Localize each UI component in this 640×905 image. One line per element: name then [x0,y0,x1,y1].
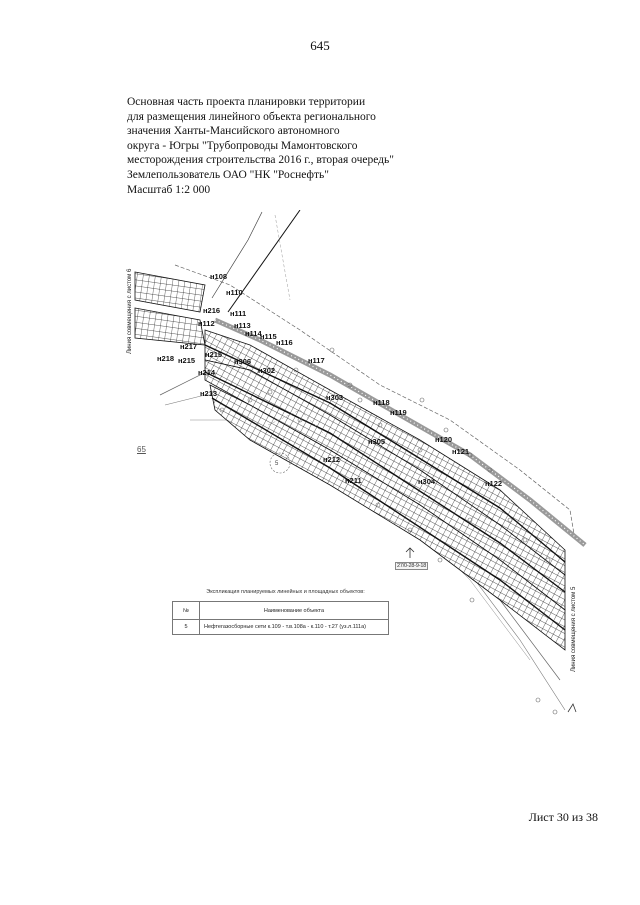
legend-header-row: № Наименование объекта [172,601,389,620]
sheet-number: Лист 30 из 38 [528,810,598,824]
point-label: н302 [258,366,276,375]
point-label: н306 [234,357,252,366]
point-label: н212 [323,455,341,464]
scale-label: Масштаб 1:2 000 [127,183,211,196]
title-line: округа - Югры "Трубопроводы Мамонтовског… [127,139,358,152]
survey-line [211,211,263,299]
legend-col-name: Наименование объекта [199,601,389,620]
parcel-left-bottom [134,307,206,346]
road-dots [214,319,586,546]
point-label: н113 [234,321,251,330]
point-label: н213 [200,389,218,398]
point-label: н214 [198,368,216,377]
point-label: н112 [198,319,215,328]
survey-points [219,347,558,715]
title-line: Землепользователь ОАО "НК "Роснефть" [127,168,329,181]
corridor-strip-3 [209,384,566,651]
object-number: 5 [275,461,279,467]
point-label: н218 [157,354,175,363]
legend-row: 5 Нефтегазосборные сети к.109 - т.в.108а… [172,619,389,635]
point-label: н303 [326,393,344,402]
point-label: н119 [390,408,407,417]
legend-table: № Наименование объекта 5 Нефтегазосборны… [172,601,389,635]
point-label: н111 [230,309,247,318]
title-line: для размещения линейного объекта региона… [127,110,376,123]
planning-map [120,210,590,730]
pipeline-axis [204,371,566,593]
point-label: н304 [418,477,436,486]
legend-col-number: № [172,601,200,620]
marker-arrow [567,703,577,713]
point-label: н211 [345,476,362,485]
legend-title: Экспликация планируемых линейных и площа… [206,589,365,595]
legend-row-name: Нефтегазосборные сети к.109 - т.в.108а -… [199,619,389,635]
dashed-line [267,409,331,441]
match-line-left: Линия совмещения с листом 6 [127,268,133,354]
pipeline-axis [204,344,566,563]
title-line: значения Ханты-Мансийского автономного [127,125,340,138]
marker-arrow [405,547,415,558]
title-line: Основная часть проекта планировки террит… [127,96,366,108]
title-line: месторождения строительства 2016 г., вто… [127,154,394,167]
point-label: н120 [435,435,453,444]
point-label: н114 [245,329,262,338]
point-label: н122 [485,479,503,488]
pipeline-axis [211,397,566,631]
survey-line [227,210,301,313]
object-number-circle [269,452,291,474]
sheet-link[interactable]: 65 [137,445,146,454]
point-label: н108 [210,272,228,281]
dashed-line [274,214,291,301]
location-tag: 27/0-28-9-18 [395,562,429,570]
point-label: н117 [308,356,325,365]
point-label: н215 [205,350,223,359]
point-label: н116 [276,338,293,347]
legend-row-number: 5 [172,619,200,635]
point-label: н215 [178,356,196,365]
point-label: н121 [452,447,470,456]
point-label: н216 [203,306,221,315]
point-label: н305 [368,437,386,446]
document-title: Основная часть проекта планировки террит… [127,95,447,197]
point-label: н115 [260,332,277,341]
match-line-right: Линия совмещения с листом 5 [571,586,577,672]
point-label: н118 [373,398,390,407]
parcel-left-top [134,271,206,313]
point-label: н110 [226,288,243,297]
point-label: н217 [180,342,198,351]
page-number: 645 [310,38,330,53]
map-drawing [134,210,587,715]
